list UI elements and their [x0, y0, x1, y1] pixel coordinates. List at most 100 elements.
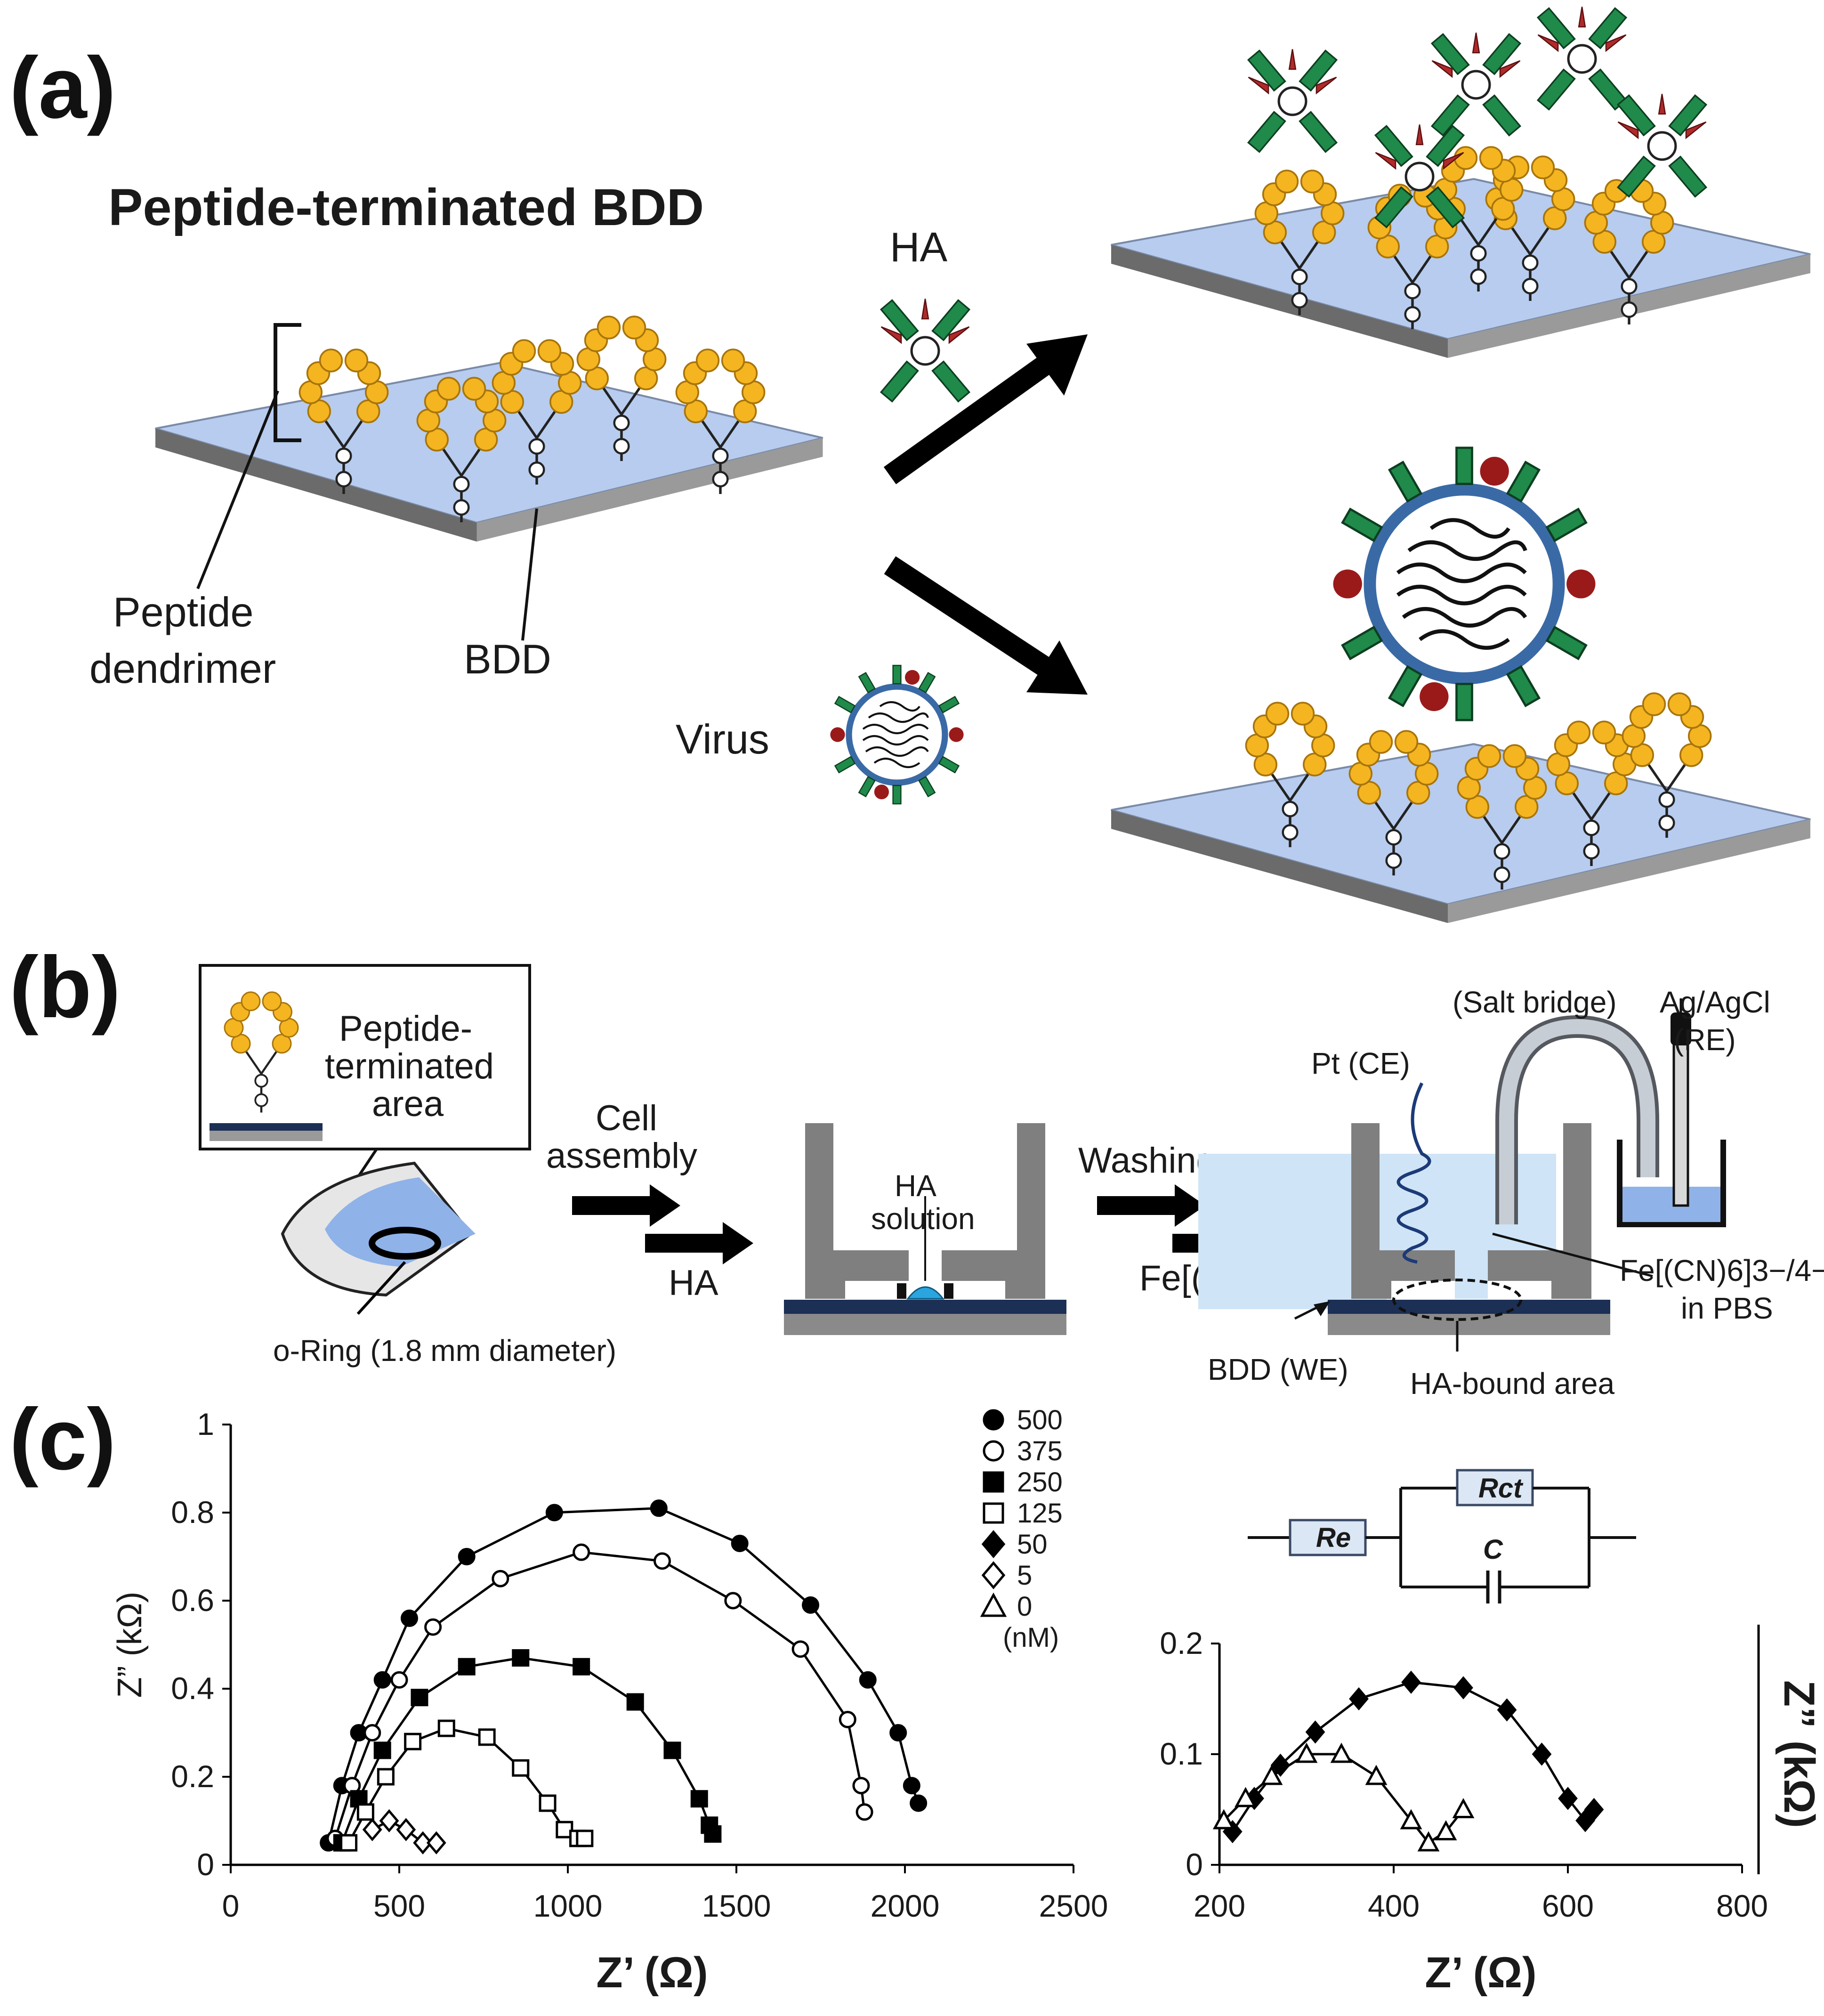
- y-axis-label: Z” (kΩ): [1775, 1680, 1823, 1828]
- point-125: [478, 1728, 496, 1746]
- ferri-pbs-line2: in PBS: [1681, 1291, 1773, 1325]
- legend-marker-5: [981, 1561, 1006, 1589]
- peptide-label: Peptide: [113, 589, 253, 635]
- ha-solution-line2: solution: [871, 1202, 975, 1236]
- point-500: [889, 1724, 907, 1741]
- legend-label-375: 375: [1017, 1436, 1063, 1466]
- point-5: [413, 1831, 433, 1854]
- y-tick-label: 1: [197, 1407, 214, 1441]
- salt-bridge-label: (Salt bridge): [1453, 985, 1617, 1019]
- point-50: [1558, 1787, 1578, 1810]
- legend-marker-250: [983, 1471, 1004, 1493]
- re-label: (RE): [1674, 1023, 1736, 1057]
- arrow-to-virus: [884, 556, 1088, 695]
- circuit-re: Re: [1316, 1522, 1351, 1553]
- circuit-rct: Rct: [1478, 1473, 1524, 1504]
- legend-label-125: 125: [1017, 1498, 1063, 1529]
- legend-marker-125: [983, 1502, 1004, 1524]
- point-125: [512, 1759, 530, 1777]
- point-5: [396, 1818, 416, 1841]
- pt-ce-label: Pt (CE): [1311, 1046, 1410, 1080]
- point-250: [704, 1825, 722, 1843]
- legend-marker-0: [980, 1592, 1007, 1617]
- ag-agcl-label: Ag/AgCl: [1660, 985, 1770, 1019]
- assembly-label: assembly: [546, 1136, 697, 1176]
- point-375: [653, 1552, 671, 1570]
- virus-particle: [830, 665, 963, 804]
- ha-label: HA: [890, 224, 948, 270]
- panel-a-label: (a): [9, 40, 116, 137]
- point-50: [1401, 1670, 1421, 1694]
- point-375: [791, 1640, 809, 1658]
- peptide-area-line3: area: [372, 1084, 444, 1124]
- y-tick-label: 0.2: [1160, 1626, 1203, 1660]
- equivalent-circuit: Re Rct C: [1248, 1469, 1636, 1603]
- cell-label: Cell: [596, 1098, 657, 1138]
- panel-c-label: (c): [9, 1391, 116, 1488]
- y-tick-label: 0.1: [1160, 1736, 1203, 1771]
- x-axis-label: Z’ (Ω): [1425, 1949, 1536, 1997]
- point-125: [356, 1803, 374, 1821]
- point-375: [390, 1671, 408, 1689]
- point-125: [377, 1768, 395, 1786]
- ha-bound-label: HA-bound area: [1410, 1367, 1614, 1401]
- point-50: [1497, 1698, 1517, 1722]
- virus-label: Virus: [676, 716, 769, 762]
- x-tick-label: 600: [1542, 1888, 1594, 1923]
- point-0: [1452, 1798, 1475, 1818]
- point-375: [852, 1777, 870, 1795]
- point-125: [576, 1830, 594, 1847]
- point-5: [379, 1809, 399, 1833]
- point-125: [539, 1794, 557, 1812]
- point-500: [545, 1504, 563, 1522]
- y-tick-label: 0: [1186, 1847, 1203, 1882]
- bdd-chip: [281, 1161, 476, 1315]
- point-500: [859, 1671, 877, 1689]
- point-250: [411, 1689, 428, 1707]
- point-0: [1400, 1809, 1422, 1830]
- y-tick-label: 0.6: [171, 1583, 214, 1618]
- x-tick-label: 2000: [871, 1888, 940, 1923]
- point-500: [650, 1499, 668, 1517]
- point-500: [458, 1548, 476, 1565]
- ha-arrow-label: HA: [669, 1263, 718, 1303]
- point-500: [731, 1534, 749, 1552]
- x-tick-label: 200: [1194, 1888, 1245, 1923]
- point-50: [1349, 1687, 1369, 1711]
- point-250: [690, 1790, 708, 1808]
- point-500: [802, 1596, 820, 1614]
- point-375: [363, 1724, 381, 1741]
- y-tick-label: 0.8: [171, 1495, 214, 1530]
- point-500: [400, 1609, 418, 1627]
- arrow-to-ha: [883, 334, 1088, 485]
- point-0: [1435, 1820, 1457, 1840]
- point-250: [626, 1693, 644, 1711]
- legend-marker-50: [981, 1530, 1006, 1558]
- ferri-pbs-line1: Fe[(CN)6]3−/4−: [1620, 1254, 1824, 1287]
- point-0: [1295, 1742, 1318, 1763]
- point-0: [1235, 1787, 1257, 1807]
- point-0: [1212, 1809, 1235, 1830]
- x-tick-label: 1000: [533, 1888, 603, 1923]
- point-375: [573, 1543, 590, 1561]
- point-125: [340, 1834, 358, 1852]
- panel-a-title: Peptide-terminated BDD: [108, 178, 704, 236]
- x-tick-label: 0: [222, 1888, 240, 1923]
- point-250: [512, 1649, 530, 1667]
- point-500: [903, 1777, 920, 1795]
- bdd-surface-right-bottom: [1111, 744, 1810, 923]
- peptide-area-line1: Peptide-: [339, 1009, 472, 1049]
- ha-molecule: [881, 299, 969, 402]
- oring-label: o-Ring (1.8 mm diameter): [273, 1334, 616, 1368]
- point-375: [424, 1618, 442, 1636]
- legend-marker-500: [983, 1409, 1004, 1431]
- dendrimer-label: dendrimer: [89, 645, 276, 692]
- x-tick-label: 400: [1368, 1888, 1420, 1923]
- point-250: [573, 1658, 590, 1676]
- point-5: [426, 1831, 446, 1854]
- cell-with-ha-solution: [784, 1123, 1066, 1335]
- y-tick-label: 0.4: [171, 1671, 214, 1706]
- point-5: [362, 1818, 382, 1841]
- washing-label: Washing: [1078, 1141, 1216, 1181]
